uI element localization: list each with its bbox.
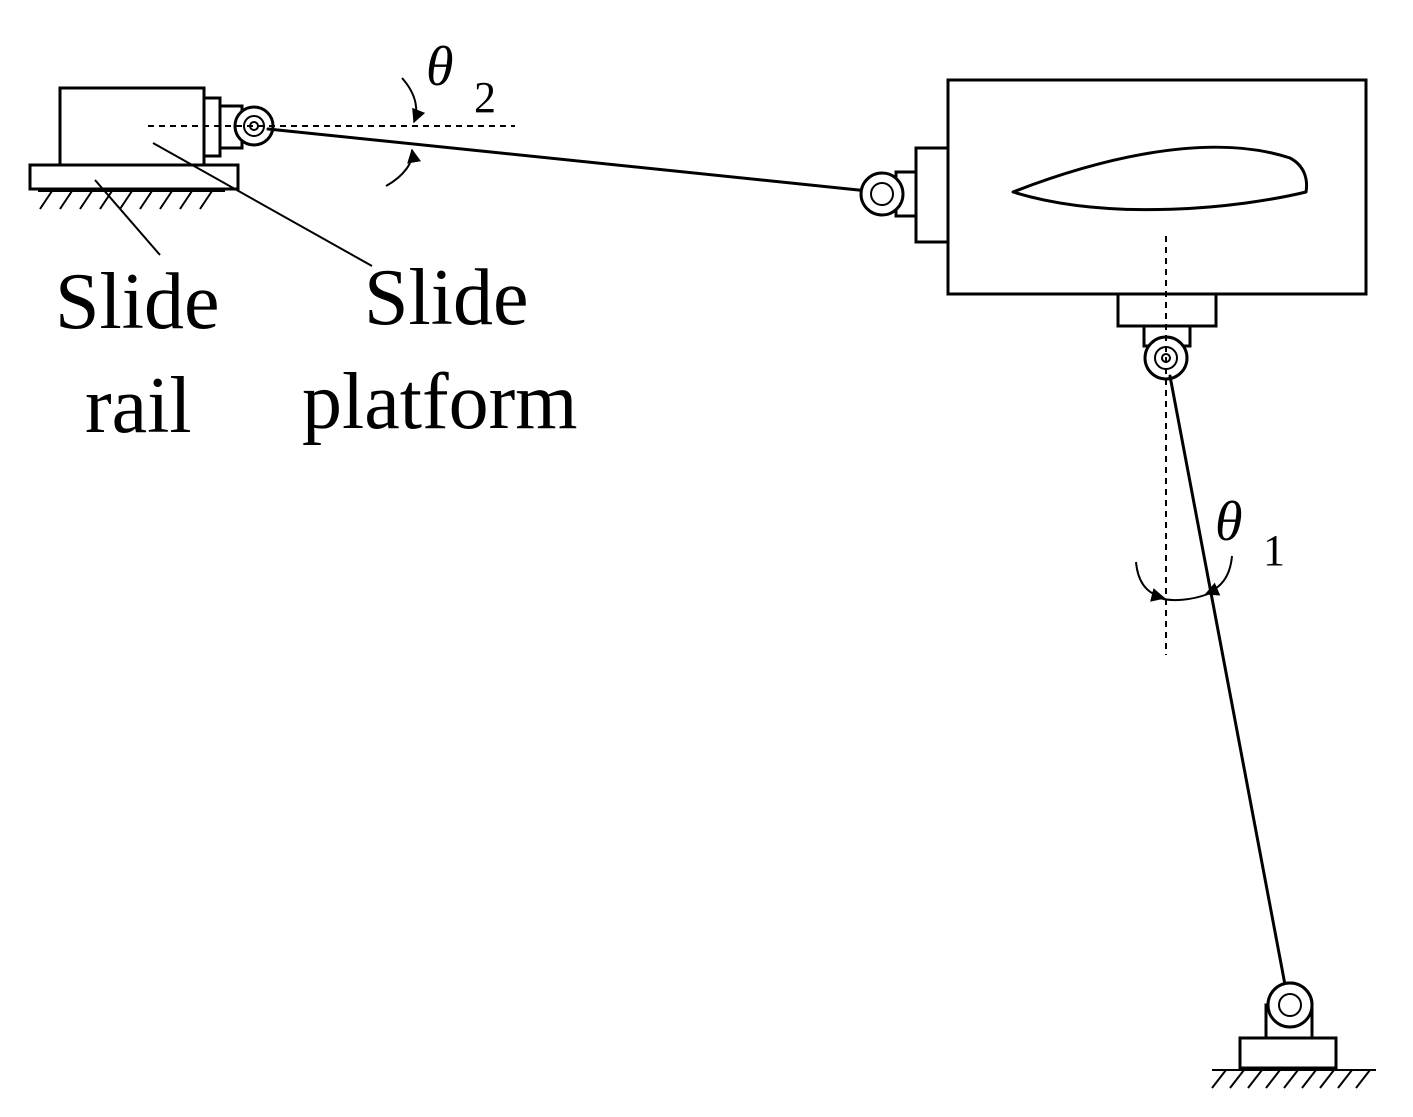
box-side-mount bbox=[859, 146, 950, 244]
upper-link-rod bbox=[266, 127, 870, 193]
theta1-subscript: 1 bbox=[1263, 526, 1285, 575]
slide-rail bbox=[28, 163, 240, 210]
theta2-symbol: θ bbox=[426, 36, 454, 98]
slide-platform-label-line2: platform bbox=[302, 358, 577, 446]
theta1-angle-marker bbox=[1135, 555, 1233, 602]
lower-link-rod bbox=[1168, 374, 1288, 992]
ground-pin-support bbox=[1211, 981, 1376, 1089]
slide-rail-label-line1: Slide bbox=[55, 258, 219, 346]
slide-platform-leader bbox=[152, 142, 373, 267]
theta1-symbol: θ bbox=[1215, 491, 1243, 553]
theta2-angle-marker bbox=[385, 77, 426, 187]
airfoil-shape bbox=[1011, 145, 1309, 212]
slide-rail-label-line2: rail bbox=[85, 362, 192, 450]
test-model-box bbox=[946, 78, 1368, 296]
ground-hatching-right bbox=[1211, 1069, 1376, 1089]
ground-hatching-left bbox=[38, 190, 225, 210]
theta2-subscript: 2 bbox=[474, 73, 496, 122]
slide-platform-label-line1: Slide bbox=[364, 254, 528, 342]
slide-rail-leader bbox=[94, 179, 161, 256]
